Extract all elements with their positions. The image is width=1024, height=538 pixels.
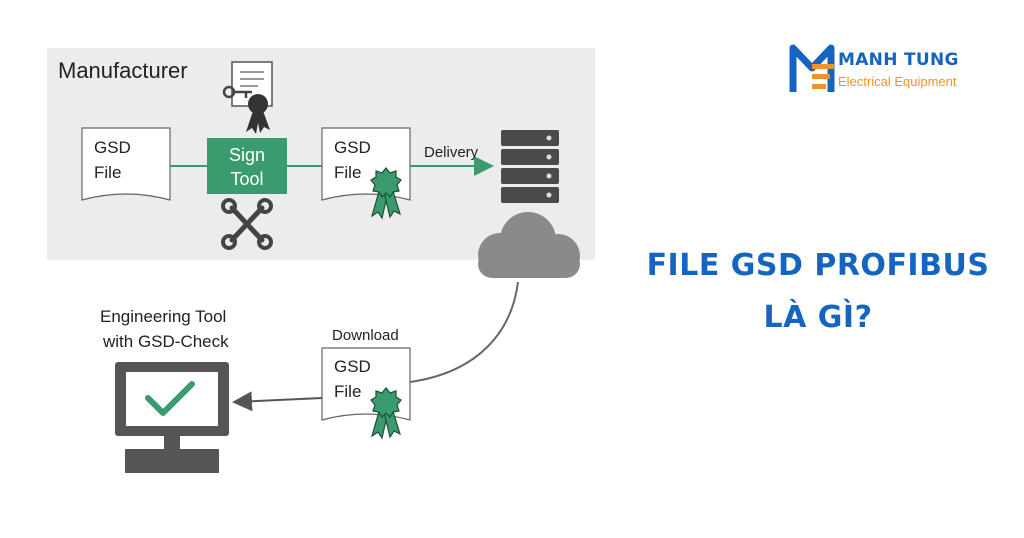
svg-text:Sign: Sign [229, 145, 265, 165]
delivery-label: Delivery [424, 144, 479, 161]
svg-text:GSD: GSD [94, 138, 131, 157]
svg-text:File: File [334, 382, 361, 401]
certificate-icon [222, 61, 273, 134]
svg-text:GSD: GSD [334, 357, 371, 376]
engineering-tool-label: with GSD-Check [102, 332, 229, 351]
engineering-tool-label: Engineering Tool [100, 307, 226, 326]
brand-name: MANH TUNG [838, 50, 959, 70]
headline-line-2: LÀ GÌ? [763, 300, 873, 335]
download-label: Download [332, 327, 399, 344]
wrench-icon [221, 198, 273, 250]
page-headline: FILE GSD PROFIBUS LÀ GÌ? [618, 240, 1018, 344]
svg-text:File: File [94, 163, 121, 182]
svg-text:Tool: Tool [230, 169, 263, 189]
svg-text:GSD: GSD [334, 138, 371, 157]
gsd-download-file: GSD File [321, 347, 411, 439]
sign-tool-box: Sign Tool [207, 138, 287, 194]
download-arrow [232, 391, 323, 412]
server-icon [501, 130, 559, 203]
gsd-source-file: GSD File [81, 127, 171, 201]
brand-logo-icon [789, 44, 835, 92]
download-curve [409, 281, 519, 383]
gsd-signed-file: GSD File [321, 127, 411, 219]
svg-text:File: File [334, 163, 361, 182]
manufacturer-label: Manufacturer [58, 58, 188, 83]
cloud-icon [478, 212, 580, 278]
headline-line-1: FILE GSD PROFIBUS [646, 248, 990, 283]
brand-tagline: Electrical Equipment [838, 74, 957, 89]
monitor-check-icon [115, 362, 229, 473]
